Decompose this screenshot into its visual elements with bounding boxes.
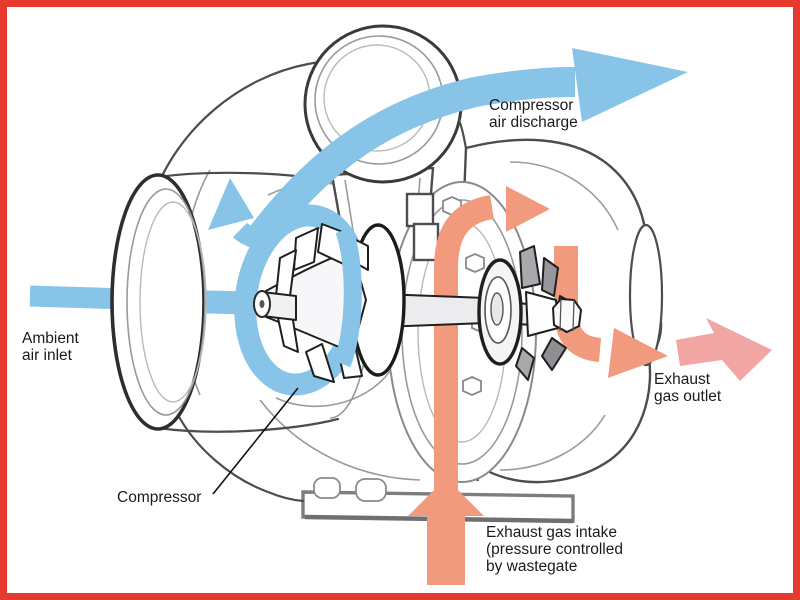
label-compressor: Compressor xyxy=(117,489,201,506)
label-ambient-air-inlet: Ambient air inlet xyxy=(22,330,79,364)
label-line: Compressor xyxy=(117,489,202,506)
label-compressor-air-discharge: Compressor air discharge xyxy=(489,97,578,131)
label-line: air inlet xyxy=(22,347,72,364)
label-line: (pressure controlled xyxy=(486,541,623,558)
compressor-discharge-arrow xyxy=(208,48,688,254)
exhaust-intake-arrow xyxy=(408,186,550,585)
shaft-collar xyxy=(477,258,523,366)
swirl-front-arc xyxy=(333,226,362,368)
turbine-wheel xyxy=(515,245,582,381)
label-line: Ambient xyxy=(22,330,79,347)
exhaust-outlet-arrow xyxy=(676,318,772,381)
label-exhaust-gas-outlet: Exhaust gas outlet xyxy=(654,371,721,405)
inlet-rim xyxy=(110,173,206,431)
label-line: Exhaust xyxy=(654,371,711,388)
label-line: by wastegate xyxy=(486,558,578,575)
label-line: gas outlet xyxy=(654,388,722,405)
label-line: Exhaust gas intake xyxy=(486,524,617,541)
label-line: Compressor xyxy=(489,97,574,114)
compressor-leader-line xyxy=(212,387,299,495)
label-exhaust-gas-intake: Exhaust gas intake (pressure controlled … xyxy=(486,524,623,575)
wheel-nose xyxy=(253,290,297,321)
label-line: air discharge xyxy=(489,114,578,131)
shaft-nut xyxy=(552,298,582,333)
